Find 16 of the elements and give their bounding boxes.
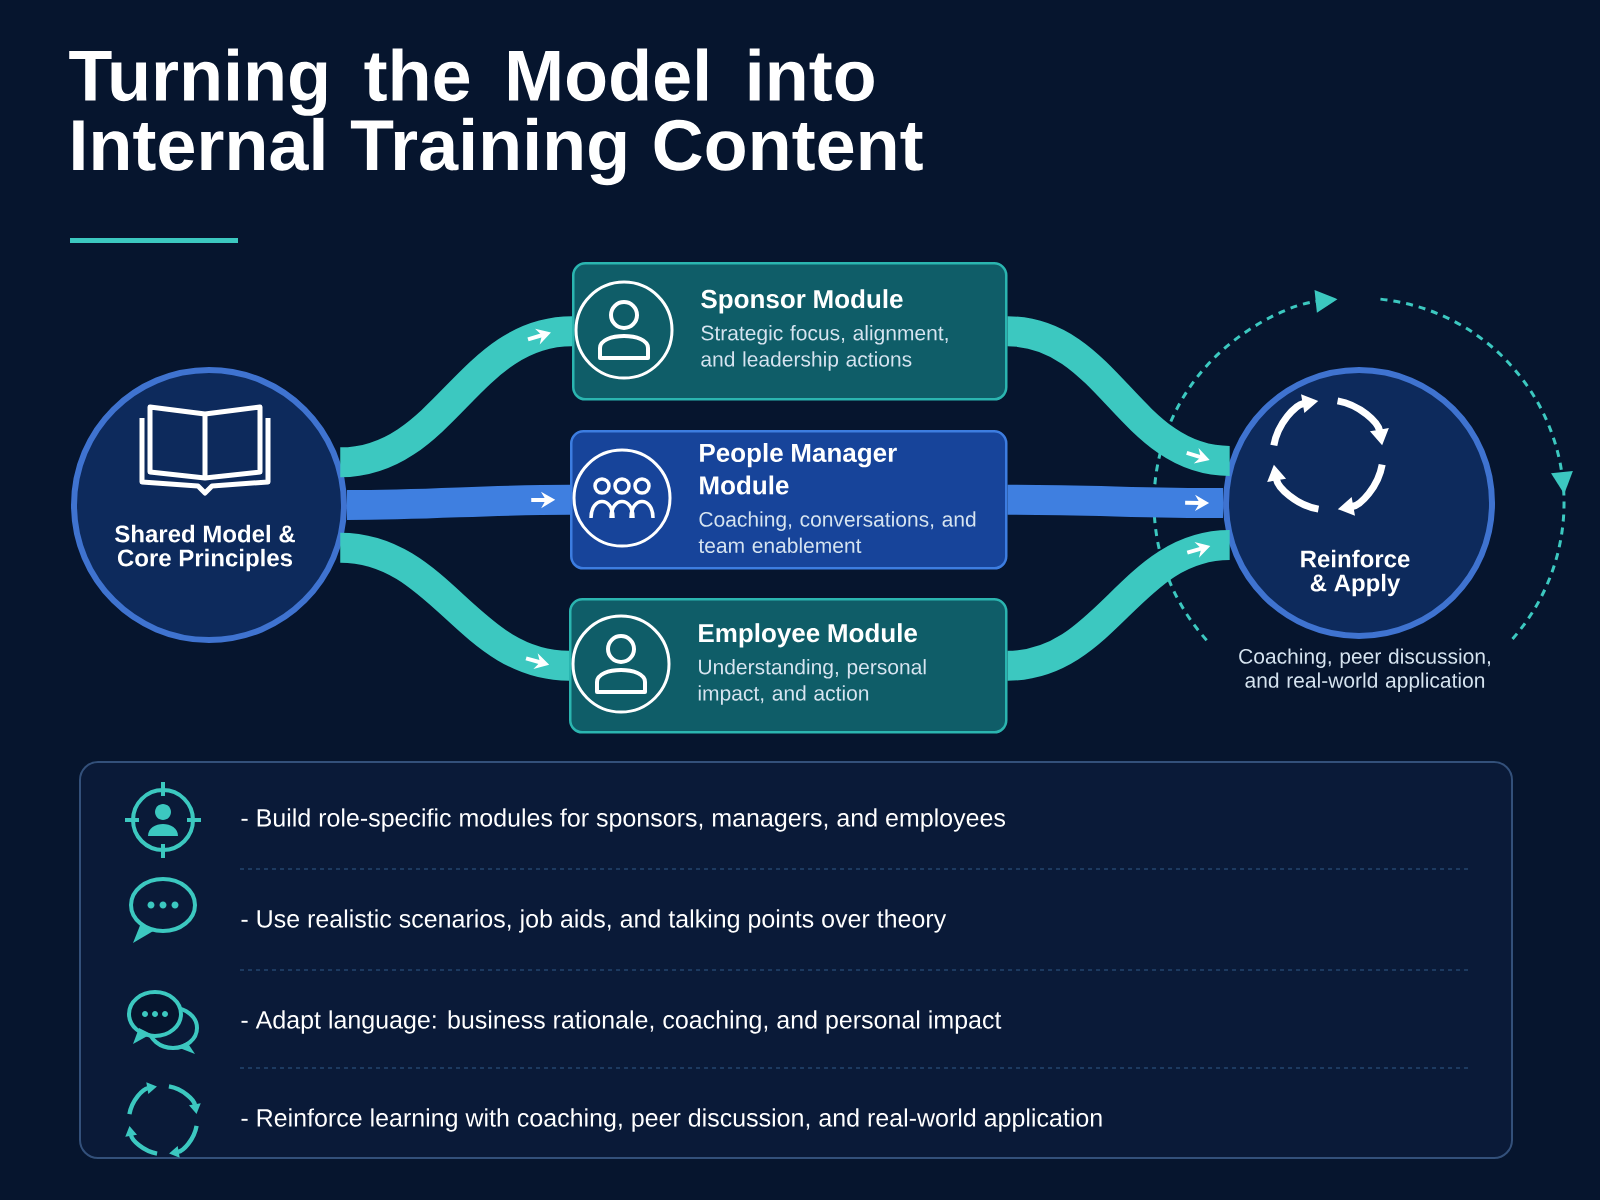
module-title: People Manager Module bbox=[700, 443, 897, 495]
module-title: Sponsor Module bbox=[701, 289, 903, 314]
module-description: Understanding, personal impact, and action bbox=[698, 659, 926, 705]
flow-ribbon bbox=[338, 316, 574, 478]
module-description: Coaching, conversations, and team enablement bbox=[698, 511, 976, 554]
module-title: Employee Module bbox=[699, 623, 917, 648]
bullet-text: - Reinforce learning with coaching, peer discussion, and real-world application bbox=[241, 1108, 1102, 1132]
bullet-text: - Build role-specific modules for sponsors, managers, and employees bbox=[241, 808, 1005, 832]
bullet-text: - Use realistic scenarios, job aids, and talking points over theory bbox=[241, 909, 947, 933]
flow-ribbon bbox=[1007, 484, 1224, 518]
caption-text: Coaching, peer discussion, and real-world application bbox=[1239, 648, 1490, 692]
circle-label: Shared Model & Core Principles bbox=[115, 524, 295, 572]
bullet-text: - Adapt language: business rationale, coaching, and personal impact bbox=[241, 1010, 1002, 1034]
module-description: Strategic focus, alignment, and leadership actions bbox=[701, 325, 948, 371]
title: Turning the Model into Internal Training Content bbox=[69, 48, 923, 186]
circle-label: Reinforce & Apply bbox=[1301, 549, 1410, 597]
